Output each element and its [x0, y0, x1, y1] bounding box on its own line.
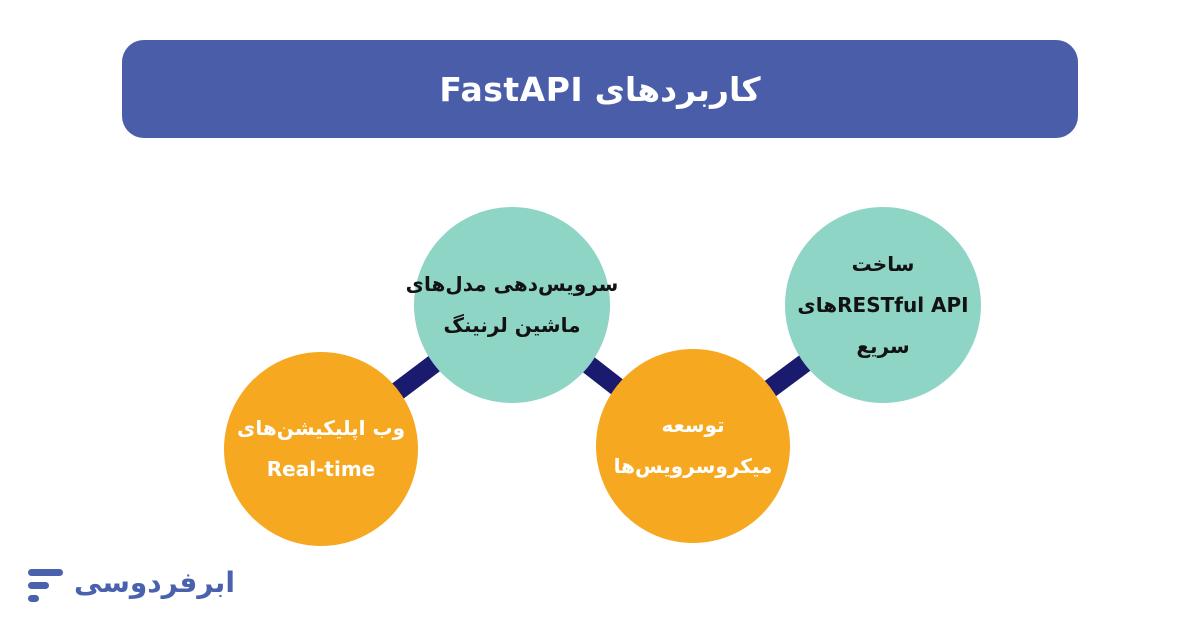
logo-bar-bottom: [28, 595, 39, 602]
logo-bar-middle: [28, 582, 49, 589]
node-ml-model-serving-line-1: سرویس‌دهی مدل‌های: [405, 272, 619, 296]
node-microservices-line-1: توسعه: [661, 413, 725, 437]
node-fast-restful-apis: ساخت RESTful APIهای سریع: [785, 207, 981, 403]
header-banner: کاربردهای FastAPI: [122, 40, 1078, 138]
node-ml-model-serving-line-2: ماشین لرنینگ: [443, 313, 581, 337]
node-ml-model-serving: سرویس‌دهی مدل‌های ماشین لرنینگ: [406, 207, 618, 403]
node-microservices-line-2: میکروسرویس‌ها: [613, 454, 773, 478]
node-microservices-development: توسعه میکروسرویس‌ها: [596, 349, 790, 543]
brand-logo: ابرفردوسی: [28, 564, 235, 602]
page-title: کاربردهای FastAPI: [439, 69, 761, 109]
logo-bar-top: [28, 569, 63, 576]
node-realtime-web-apps: وب اپلیکیشن‌های Real-time: [224, 352, 418, 546]
node-fast-restful-apis-line-1: ساخت: [851, 251, 915, 276]
node-realtime-web-apps-line-1: وب اپلیکیشن‌های: [236, 416, 406, 440]
node-realtime-web-apps-line-2: Real-time: [266, 457, 376, 481]
brand-logo-text: ابرفردوسی: [74, 566, 235, 600]
node-fast-restful-apis-line-2: RESTful APIهای: [797, 292, 969, 317]
abr-ferdowsi-logo-icon: [28, 564, 64, 602]
node-fast-restful-apis-line-3: سریع: [856, 333, 910, 358]
